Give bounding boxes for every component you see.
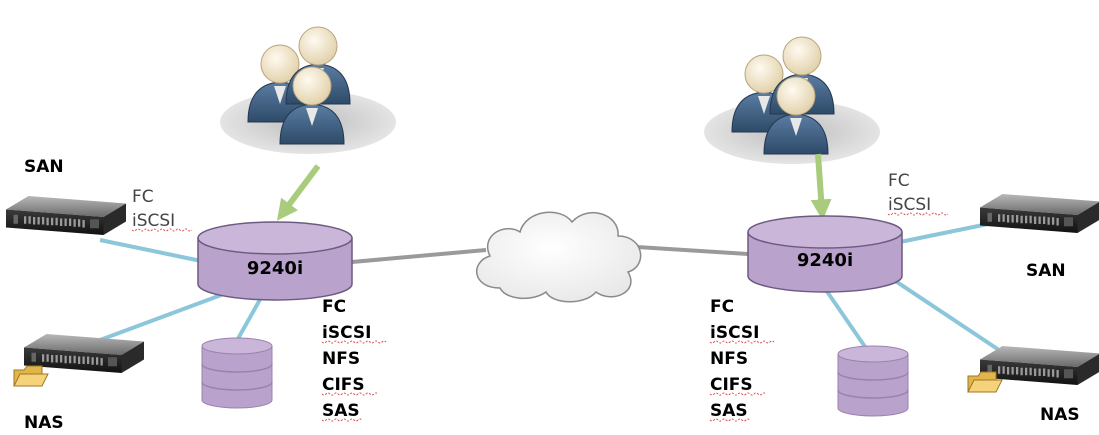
right-nas-label: NAS (1040, 405, 1080, 425)
right-san-link (899, 222, 989, 244)
left-controller: 9240i (197, 221, 353, 301)
right-nas-server-icon (980, 346, 1099, 385)
right-protocol-4: CIFS (710, 375, 753, 395)
right-san-server-icon (980, 194, 1099, 233)
left-protocol-4: CIFS (322, 375, 365, 395)
left-san-server-icon (6, 196, 126, 235)
right-users-icon (704, 37, 880, 164)
right-storage-disk-icon (837, 345, 909, 417)
right-controller: 9240i (747, 215, 903, 293)
right-san-protocol-1: FC (888, 171, 910, 191)
left-protocol-2: iSCSI (322, 323, 371, 343)
right-protocol-1: FC (710, 297, 734, 317)
right-san-protocol-2: iSCSI (888, 195, 931, 215)
left-protocol-5: SAS (322, 401, 360, 421)
right-disk-link (824, 288, 872, 356)
left-san-protocol-1: FC (132, 187, 154, 207)
left-protocol-3: NFS (322, 349, 360, 369)
right-protocol-3: NFS (710, 349, 748, 369)
left-users-arrow (276, 164, 321, 221)
left-nas-link (99, 286, 241, 342)
left-protocol-1: FC (322, 297, 346, 317)
right-san-label: SAN (1026, 261, 1066, 281)
left-disk-link (233, 295, 264, 345)
left-san-protocol-2: iSCSI (132, 211, 175, 231)
wan-link-right (621, 244, 749, 256)
right-protocol-5: SAS (710, 401, 748, 421)
wan-link-left (351, 248, 487, 264)
right-controller-label: 9240i (797, 250, 853, 271)
cloud-icon (475, 211, 642, 303)
left-storage-disk-icon (201, 337, 273, 409)
left-nas-label: NAS (24, 413, 64, 433)
right-protocol-2: iSCSI (710, 323, 759, 343)
left-san-link (99, 238, 207, 264)
left-san-label: SAN (24, 157, 64, 177)
left-nas-folder-icon (13, 365, 49, 387)
left-controller-label: 9240i (247, 258, 303, 279)
left-users-icon (220, 27, 396, 154)
right-users-arrow (810, 153, 832, 221)
link-lines (99, 222, 1028, 370)
